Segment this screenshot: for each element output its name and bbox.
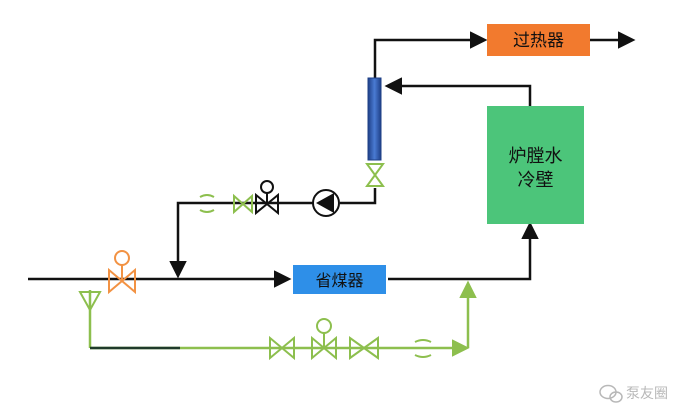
economizer-label: 省煤器 [315, 271, 363, 290]
recirculation-valve-icon [233, 193, 253, 215]
bypass-valve-2-icon [349, 336, 379, 360]
wechat-icon [599, 384, 623, 403]
separator-to-superheater-line [373, 31, 488, 78]
recirculation-down-line [340, 188, 377, 205]
waterwall-to-separator-line [384, 77, 532, 106]
bypass-control-valve-icon [311, 318, 337, 361]
separator-outlet-valve-icon [365, 163, 385, 187]
separator-tube [367, 77, 382, 161]
superheater-label: 过热器 [513, 31, 564, 51]
bypass-piping [88, 280, 477, 357]
recirculation-return-line [169, 201, 313, 279]
recirculation-control-valve-icon [255, 180, 279, 216]
bypass-orifice-icon [414, 339, 432, 358]
economizer-to-waterwall-line [388, 221, 539, 281]
waterwall-box: 炉膛水 冷壁 [487, 106, 584, 224]
centrifugal-pump-icon [312, 189, 340, 217]
recirculation-orifice-icon [199, 194, 215, 213]
feed-control-valve-icon [108, 250, 136, 295]
bypass-check-valve-icon [78, 291, 102, 318]
watermark-text: 泵友圈 [626, 386, 668, 402]
bypass-valve-1-icon [269, 335, 295, 361]
superheater-box: 过热器 [487, 24, 590, 56]
economizer-box: 省煤器 [293, 265, 386, 294]
waterwall-label-line2: 冷壁 [518, 170, 554, 191]
waterwall-label-line1: 炉膛水 [509, 146, 563, 167]
watermark: 泵友圈 [599, 384, 668, 403]
